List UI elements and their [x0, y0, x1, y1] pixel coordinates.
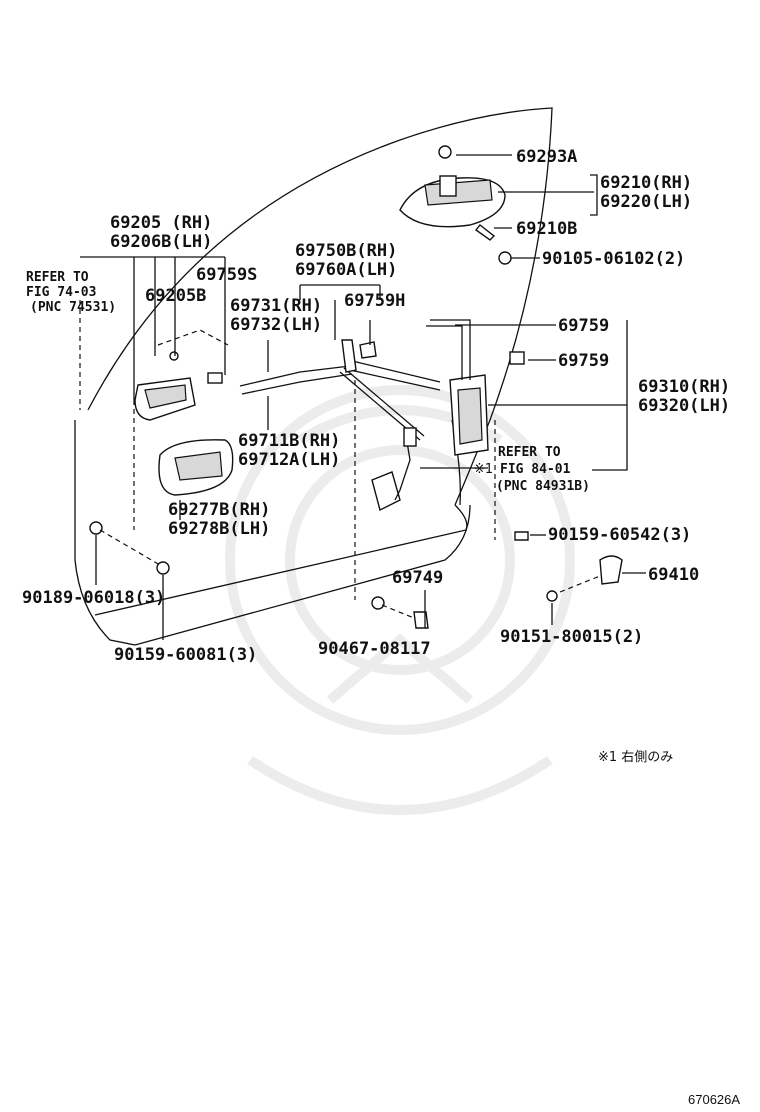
label-69205B: 69205B: [145, 286, 206, 306]
inside-handle: [134, 351, 234, 496]
label-69712A: 69712A(LH): [238, 450, 340, 470]
label-69210B: 69210B: [516, 219, 577, 239]
figure-code: 670626A: [688, 1092, 740, 1107]
label-69277B: 69277B(RH): [168, 500, 270, 520]
label-69210: 69210(RH): [600, 173, 692, 193]
label-90159-60081: 90159-60081(3): [114, 645, 257, 665]
label-69731: 69731(RH): [230, 296, 322, 316]
label-69220: 69220(LH): [600, 192, 692, 212]
label-69293A: 69293A: [516, 147, 577, 167]
mark-1: ※1: [474, 462, 493, 477]
label-69759S: 69759S: [196, 265, 257, 285]
refer-84-line1: REFER TO: [498, 445, 561, 460]
label-69759-lower: 69759: [558, 351, 609, 371]
label-90467: 90467-08117: [318, 639, 431, 659]
label-69759-upper: 69759: [558, 316, 609, 336]
refer-84-line2: FIG 84-01: [500, 462, 571, 477]
label-69278B: 69278B(LH): [168, 519, 270, 539]
label-69760A: 69760A(LH): [295, 260, 397, 280]
footnote-right-side-only: ※1 右側のみ: [598, 750, 673, 765]
label-69310: 69310(RH): [638, 377, 730, 397]
label-69320: 69320(LH): [638, 396, 730, 416]
fasteners: [89, 521, 558, 629]
part-labels: 69293A 69210(RH) 69220(LH) 69210B 90105-…: [22, 147, 740, 1107]
label-90105: 90105-06102(2): [542, 249, 685, 269]
label-69711B: 69711B(RH): [238, 431, 340, 451]
link-rods: [239, 339, 441, 441]
label-69732: 69732(LH): [230, 315, 322, 335]
leader-lines: [80, 154, 646, 640]
label-69410: 69410: [648, 565, 699, 585]
label-69205: 69205 (RH): [110, 213, 212, 233]
refer-84-line3: (PNC 84931B): [496, 479, 590, 494]
label-90151: 90151-80015(2): [500, 627, 643, 647]
label-69206B: 69206B(LH): [110, 232, 212, 252]
outside-handle: [399, 145, 512, 265]
refer-74-line3: (PNC 74531): [30, 300, 116, 315]
refer-74-line1: REFER TO: [26, 270, 89, 285]
door-lock-assembly: [371, 319, 623, 585]
label-90159-60542: 90159-60542(3): [548, 525, 691, 545]
label-69749: 69749: [392, 568, 443, 588]
refer-74-line2: FIG 74-03: [26, 285, 96, 300]
label-69759H: 69759H: [344, 291, 405, 311]
label-90189: 90189-06018(3): [22, 588, 165, 608]
label-69750B: 69750B(RH): [295, 241, 397, 261]
dashed-leaders: [79, 300, 601, 619]
